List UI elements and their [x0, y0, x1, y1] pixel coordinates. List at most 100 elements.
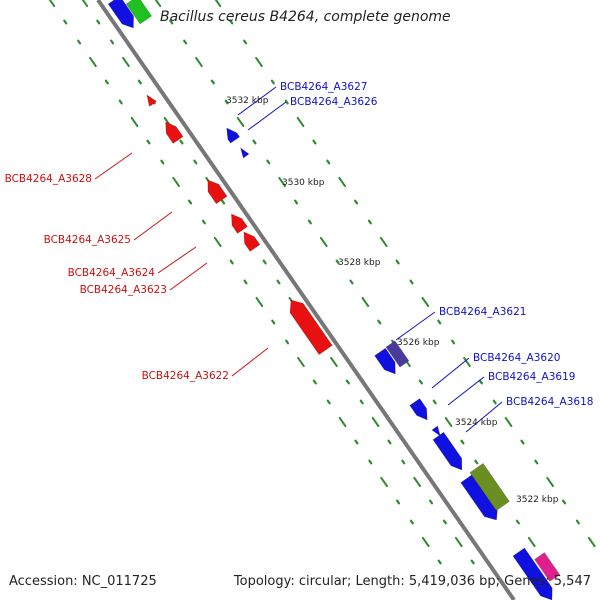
gene-feature — [385, 340, 410, 368]
forward-gene-label: BCB4264_A3618 — [506, 396, 593, 408]
tick-mark — [224, 99, 229, 105]
tick-mark — [210, 79, 215, 85]
reverse-gene-label: BCB4264_A3622 — [142, 370, 229, 382]
tick-mark — [463, 356, 471, 368]
tick-mark — [359, 399, 364, 405]
tick-mark — [413, 476, 421, 488]
tick-mark — [312, 379, 317, 385]
gene-feature — [431, 425, 441, 437]
tick-mark — [429, 499, 434, 505]
tick-mark — [330, 356, 338, 368]
gene-feature — [432, 431, 463, 471]
tick-mark — [338, 416, 347, 428]
tick-mark — [122, 56, 130, 68]
tick-mark — [48, 0, 56, 8]
gene-feature — [146, 94, 157, 107]
tick-mark — [379, 236, 388, 248]
tick-mark — [183, 39, 188, 45]
tick-mark — [460, 439, 465, 445]
gene-feature — [207, 179, 228, 205]
tick-mark — [195, 56, 203, 68]
leader-line — [169, 262, 208, 291]
tick-mark — [278, 176, 286, 188]
tick-mark — [252, 139, 257, 145]
tick-mark — [442, 519, 447, 525]
reverse-gene-label: BCB4264_A3624 — [68, 267, 156, 279]
tick-mark — [354, 439, 359, 445]
tick-mark — [421, 536, 430, 548]
tick-mark — [371, 416, 380, 428]
tick-mark — [504, 416, 513, 428]
tick-mark — [349, 279, 354, 285]
tick-mark — [409, 279, 414, 285]
tick-mark — [319, 236, 328, 248]
kbp-label: 3532 kbp — [226, 96, 269, 106]
tick-mark — [160, 159, 165, 165]
tick-mark — [377, 319, 382, 325]
gene-feature — [289, 299, 333, 356]
tick-mark — [243, 279, 248, 285]
tick-mark — [326, 399, 331, 405]
tick-mark — [409, 519, 414, 525]
gene-feature — [409, 398, 428, 421]
kbp-label: 3530 kbp — [282, 178, 325, 188]
tick-mark — [154, 0, 162, 8]
gene-feature — [534, 552, 561, 582]
tick-mark — [326, 159, 331, 165]
tick-mark — [470, 559, 475, 565]
forward-gene-label: BCB4264_A3626 — [290, 96, 378, 108]
gene-feature — [374, 347, 396, 375]
tick-mark — [276, 279, 281, 285]
gene-feature — [107, 0, 134, 29]
tick-mark — [380, 476, 388, 488]
forward-gene-label: BCB4264_A3627 — [280, 81, 367, 93]
genome-summary-text: Topology: circular; Length: 5,419,036 bp… — [233, 574, 591, 589]
tick-mark — [81, 0, 89, 8]
tick-mark — [96, 19, 101, 25]
leader-line — [231, 347, 269, 377]
tick-mark — [110, 39, 115, 45]
kbp-label: 3524 kbp — [455, 418, 498, 428]
tick-mark — [201, 219, 206, 225]
page-title: Bacillus cereus B4264, complete genome — [160, 9, 451, 25]
tick-mark — [395, 259, 400, 265]
tick-mark — [255, 296, 264, 308]
tick-mark — [193, 159, 198, 165]
tick-mark — [104, 79, 109, 85]
gene-feature — [240, 147, 250, 159]
tick-mark — [575, 519, 580, 525]
tick-mark — [401, 459, 406, 465]
tick-mark — [229, 19, 234, 25]
tick-mark — [561, 499, 567, 505]
gene-feature — [243, 231, 261, 252]
tick-mark — [307, 219, 312, 225]
tick-mark — [451, 339, 456, 345]
reverse-gene-label: BCB4264_A3628 — [5, 173, 92, 185]
gene-feature — [165, 121, 184, 144]
tick-mark — [437, 319, 442, 325]
tick-mark — [492, 399, 497, 405]
tick-mark — [421, 296, 430, 308]
tick-mark — [474, 459, 479, 465]
gene-features — [107, 0, 561, 600]
tick-mark — [172, 176, 180, 188]
genome-backbone — [96, 0, 516, 600]
label-leader-lines — [94, 86, 503, 433]
tick-mark — [146, 139, 151, 145]
tick-mark — [454, 536, 463, 548]
leader-line — [247, 101, 287, 131]
leader-line — [133, 211, 173, 241]
tick-mark — [368, 459, 373, 465]
tick-mark — [418, 379, 423, 385]
tick-mark — [361, 296, 370, 308]
tick-mark — [179, 139, 184, 145]
leader-line — [237, 86, 277, 116]
tick-mark — [387, 439, 392, 445]
tick-mark — [130, 116, 139, 128]
tick-mark — [312, 139, 317, 145]
tick-mark — [271, 319, 276, 325]
gene-feature — [231, 213, 248, 234]
